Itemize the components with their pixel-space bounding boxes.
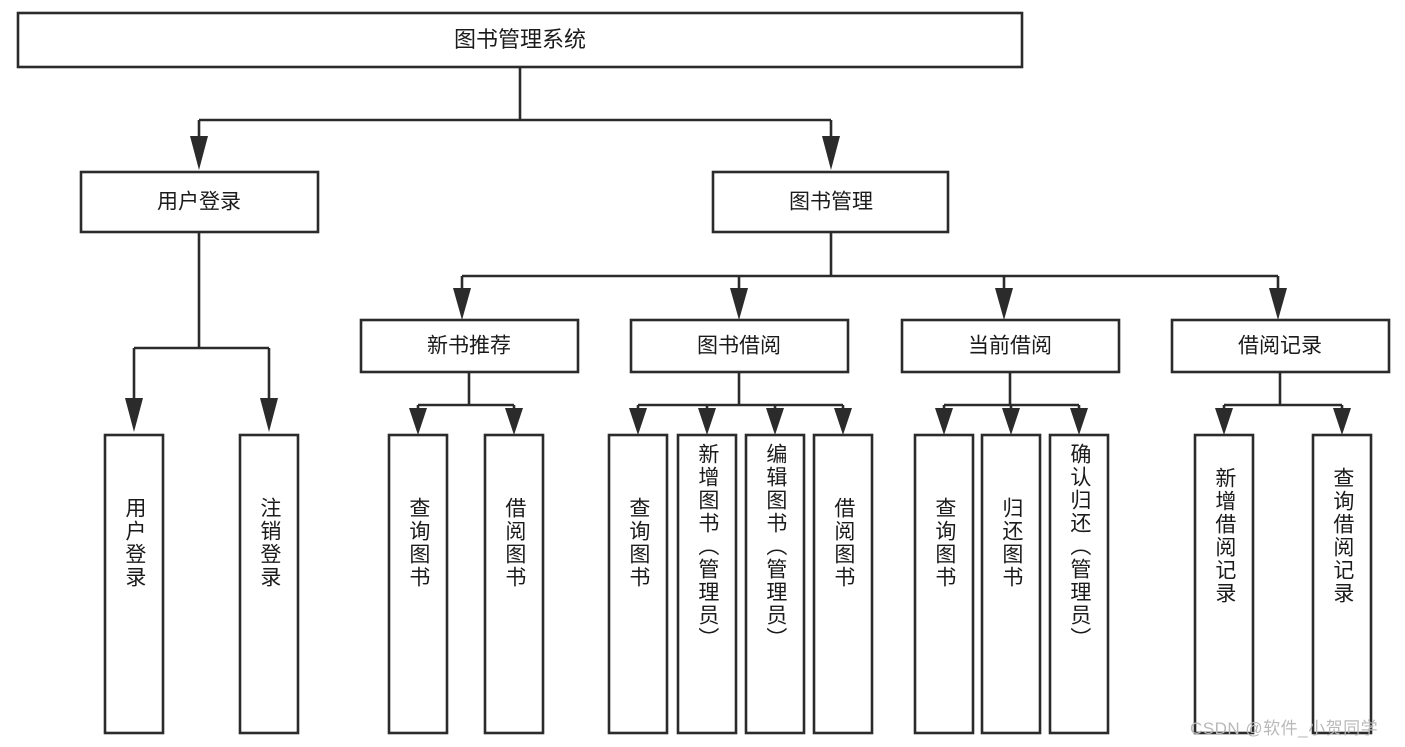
arrowhead-leaf-return-book (1002, 408, 1020, 435)
node-current-borrow-box (900, 318, 1121, 374)
leaf-box-add-book[interactable] (676, 433, 738, 735)
arrowhead-leaf-borrow-book-2 (834, 408, 852, 435)
arrowhead-leaf-edit-book (766, 408, 784, 435)
leaf-box-user-login[interactable] (103, 433, 165, 735)
leaf-box-query-book-1[interactable] (387, 433, 449, 735)
arrowhead-to-book-management (822, 136, 840, 170)
node-book-management-label: 图书管理 (789, 191, 873, 214)
arrowhead-to-user-login (190, 136, 208, 170)
arrowhead-leaf-borrow-book-1 (505, 408, 523, 435)
leaf-box-add-record[interactable] (1193, 433, 1255, 735)
node-current-borrow[interactable]: 当前借阅 (900, 318, 1121, 374)
arrowhead-to-new-book-recommend (453, 288, 471, 320)
leaf-box-return-book[interactable] (980, 433, 1042, 735)
leaf-box-edit-book[interactable] (744, 433, 806, 735)
node-book-borrow-label: 图书借阅 (697, 335, 781, 358)
arrowhead-leaf-user-login (125, 398, 143, 432)
leaf-box-query-record[interactable] (1311, 433, 1373, 735)
leaf-box-query-book-3[interactable] (913, 433, 975, 735)
node-current-borrow-label: 当前借阅 (968, 335, 1052, 358)
arrowhead-leaf-logout (260, 398, 278, 432)
node-book-borrow-box (629, 318, 850, 374)
leaf-box-borrow-book-2[interactable] (812, 433, 874, 735)
arrowhead-leaf-confirm-return (1070, 408, 1088, 435)
watermark-text: CSDN @软件_小贺同学 (1190, 719, 1379, 738)
arrowhead-leaf-query-book-2 (629, 408, 647, 435)
arrowhead-to-current-borrow (995, 288, 1013, 320)
leaf-box-borrow-book-1[interactable] (483, 433, 545, 735)
arrowhead-to-borrow-record (1269, 288, 1287, 320)
node-borrow-record[interactable]: 借阅记录 (1170, 318, 1391, 374)
node-book-management-box (711, 170, 950, 234)
arrowhead-leaf-add-record (1215, 408, 1233, 435)
arrowhead-leaf-query-book-3 (935, 408, 953, 435)
node-root-box (16, 11, 1024, 69)
node-new-book-recommend-box (359, 318, 580, 374)
leaf-box-confirm-return[interactable] (1048, 433, 1110, 735)
arrowhead-leaf-query-book-1 (409, 408, 427, 435)
node-borrow-record-label: 借阅记录 (1238, 335, 1322, 358)
arrowhead-leaf-query-record (1333, 408, 1351, 435)
leaf-box-query-book-2[interactable] (607, 433, 669, 735)
node-user-login-label: 用户登录 (157, 191, 241, 214)
node-root-label: 图书管理系统 (454, 27, 586, 52)
node-user-login[interactable]: 用户登录 (79, 170, 320, 234)
node-book-borrow[interactable]: 图书借阅 (629, 318, 850, 374)
node-book-management[interactable]: 图书管理 (711, 170, 950, 234)
node-root[interactable]: 图书管理系统 (16, 11, 1024, 69)
node-new-book-recommend[interactable]: 新书推荐 (359, 318, 580, 374)
node-borrow-record-box (1170, 318, 1391, 374)
arrowhead-to-book-borrow (730, 288, 748, 320)
leaf-box-logout[interactable] (238, 433, 300, 735)
node-new-book-recommend-label: 新书推荐 (427, 335, 511, 358)
arrowhead-leaf-add-book (698, 408, 716, 435)
